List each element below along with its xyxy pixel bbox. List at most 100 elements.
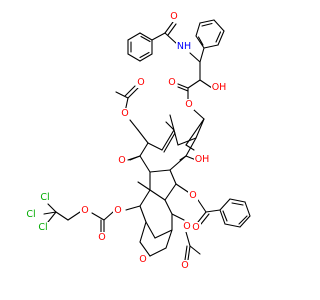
bond xyxy=(195,35,205,49)
atom-label: O xyxy=(114,205,121,216)
bond xyxy=(137,129,149,144)
bond xyxy=(187,245,191,261)
bond xyxy=(127,87,139,99)
bond xyxy=(139,51,150,59)
bond xyxy=(161,129,175,151)
atom-side-chain-hydroxyl: OH xyxy=(211,82,227,93)
atom-label: Cl xyxy=(38,222,47,233)
bond xyxy=(193,109,205,120)
atom-ketone-oxygen: O xyxy=(117,155,127,166)
bond xyxy=(177,83,189,89)
bond xyxy=(149,189,166,201)
bond xyxy=(67,211,81,221)
atom-label: O xyxy=(170,11,177,22)
atom-label: O xyxy=(168,77,175,88)
bond xyxy=(139,221,147,243)
bond xyxy=(47,203,57,213)
atom-amide-nitrogen: NH xyxy=(176,41,192,52)
bond xyxy=(224,223,241,228)
bond xyxy=(91,212,105,221)
atom-chlorine-1: Cl xyxy=(38,192,52,203)
bond xyxy=(145,221,156,239)
bond xyxy=(127,53,141,62)
bond xyxy=(139,205,147,223)
bond xyxy=(103,211,114,221)
bond xyxy=(164,21,174,34)
atom-label: O xyxy=(185,99,192,110)
atom-label: O xyxy=(98,232,105,243)
bond xyxy=(173,129,179,146)
atom-label: O xyxy=(183,221,190,232)
molecule-structure: O NH OH O O O O O xyxy=(26,11,251,271)
bond xyxy=(139,142,149,157)
bond xyxy=(219,198,231,211)
bond xyxy=(129,119,139,131)
atom-label: O xyxy=(118,155,125,166)
bond xyxy=(205,209,221,213)
bond xyxy=(124,85,136,97)
bond xyxy=(139,32,153,41)
bond-layer xyxy=(43,19,251,261)
bond xyxy=(139,189,151,207)
bond xyxy=(201,22,213,27)
bond xyxy=(199,47,205,63)
bond xyxy=(199,19,215,24)
atom-amide-oxygen: O xyxy=(169,11,179,22)
bond xyxy=(200,213,210,225)
bond xyxy=(167,23,177,36)
atom-carbonate-oxygen-chain: O xyxy=(80,205,90,216)
bond xyxy=(169,169,177,185)
atom-carbonate-carbonyl-oxygen: O xyxy=(97,232,107,243)
bond xyxy=(139,53,153,62)
atom-label: OH xyxy=(195,154,210,165)
bond xyxy=(139,241,151,257)
atom-label: O xyxy=(192,222,199,233)
bond xyxy=(164,199,173,215)
atom-acetate-carbonyl-oxygen-top: O xyxy=(136,77,146,88)
bond xyxy=(231,202,244,206)
bond xyxy=(197,199,207,213)
bond xyxy=(139,155,151,173)
bond xyxy=(151,32,166,41)
bond xyxy=(197,36,204,46)
bond xyxy=(169,114,175,131)
bond xyxy=(165,229,173,249)
bond xyxy=(177,137,197,146)
bond xyxy=(137,181,151,191)
bond xyxy=(47,211,57,223)
bond xyxy=(43,211,57,215)
bond xyxy=(177,86,189,92)
bond xyxy=(165,121,175,131)
bond xyxy=(55,211,69,221)
atom-acetate-oxygen-bottom: O xyxy=(182,221,192,232)
bond xyxy=(163,132,176,153)
bond xyxy=(189,245,201,255)
bond xyxy=(215,31,222,43)
atom-benzoate-oxygen: O xyxy=(188,190,198,201)
bond xyxy=(197,211,207,223)
bond xyxy=(219,209,226,225)
bond xyxy=(229,198,246,203)
bond xyxy=(175,183,189,193)
atom-carbonate-oxygen-ring: O xyxy=(113,205,123,216)
bond xyxy=(179,155,187,161)
bond xyxy=(222,210,228,222)
bond xyxy=(154,229,173,239)
bond xyxy=(185,144,195,151)
bond xyxy=(213,19,225,32)
atom-ester-carbonyl-oxygen: O xyxy=(167,77,177,88)
atom-label: O xyxy=(81,205,88,216)
atom-acetate-carbonyl-oxygen-bottom: O xyxy=(180,260,190,271)
atom-label: Cl xyxy=(40,192,49,203)
molecule-canvas: O NH OH O O O O O xyxy=(26,11,251,271)
atom-ester-oxygen: O xyxy=(184,99,194,110)
bond xyxy=(147,142,163,151)
atom-label: O xyxy=(181,260,188,271)
atom-acetate-oxygen-top: O xyxy=(120,108,130,119)
bond xyxy=(199,79,213,89)
bond xyxy=(195,22,201,37)
bond xyxy=(189,52,201,63)
atom-chlorine-3: Cl xyxy=(36,222,50,233)
bond xyxy=(239,215,251,228)
atom-label: Cl xyxy=(26,209,35,220)
